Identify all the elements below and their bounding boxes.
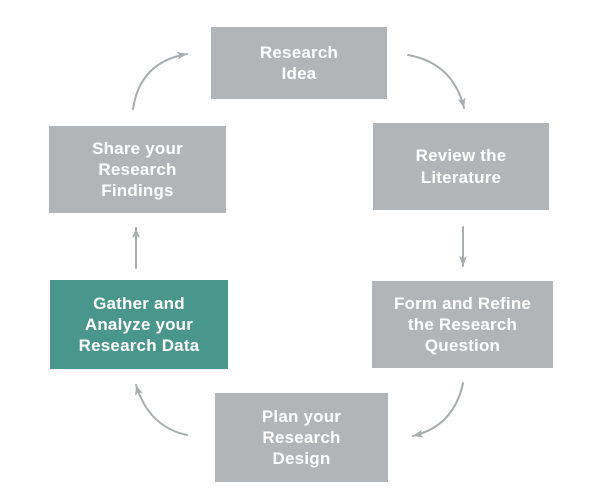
step-label: Gather and Analyze your Research Data <box>79 293 200 357</box>
step-label-line: Review the <box>415 146 507 166</box>
step-label-line: Idea <box>281 64 317 83</box>
step-review-the-literature: Review the Literature <box>373 123 549 210</box>
step-research-idea: Research Idea <box>211 27 387 99</box>
step-label: Share your Research Findings <box>92 138 183 202</box>
arrow-idea-to-review <box>407 54 466 109</box>
step-label-line: Share your <box>92 138 183 158</box>
step-label-line: Gather and <box>93 293 185 313</box>
step-plan-your-research-design: Plan your Research Design <box>215 393 388 482</box>
step-share-your-research-findings: Share your Research Findings <box>49 126 226 213</box>
step-label-line: Analyze your <box>84 314 194 334</box>
step-gather-and-analyze-your-research-data: Gather and Analyze your Research Data <box>50 280 228 369</box>
step-label-line: Design <box>272 449 331 469</box>
arrow-form-to-plan <box>412 382 464 438</box>
step-label-line: Research <box>262 427 341 447</box>
step-label-line: Plan your <box>261 406 342 426</box>
step-label-line: Question <box>424 336 501 356</box>
step-label: Plan your Research Design <box>262 406 341 470</box>
step-label-line: Literature <box>420 167 502 187</box>
step-label-line: Research <box>98 159 177 179</box>
step-label-line: the Research <box>407 314 518 334</box>
step-label-line: Research <box>259 42 339 62</box>
arrow-share-to-idea <box>132 51 188 110</box>
step-form-and-refine-the-research-question: Form and Refine the Research Question <box>372 281 553 368</box>
step-label: Form and Refine the Research Question <box>394 293 531 357</box>
step-label-line: Findings <box>101 181 174 201</box>
step-label-line: Form and Refine <box>393 293 532 313</box>
step-label: Research Idea <box>260 42 338 85</box>
step-label: Review the Literature <box>416 145 507 188</box>
step-label-line: Research Data <box>78 336 200 356</box>
arrow-plan-to-gather <box>135 384 188 436</box>
